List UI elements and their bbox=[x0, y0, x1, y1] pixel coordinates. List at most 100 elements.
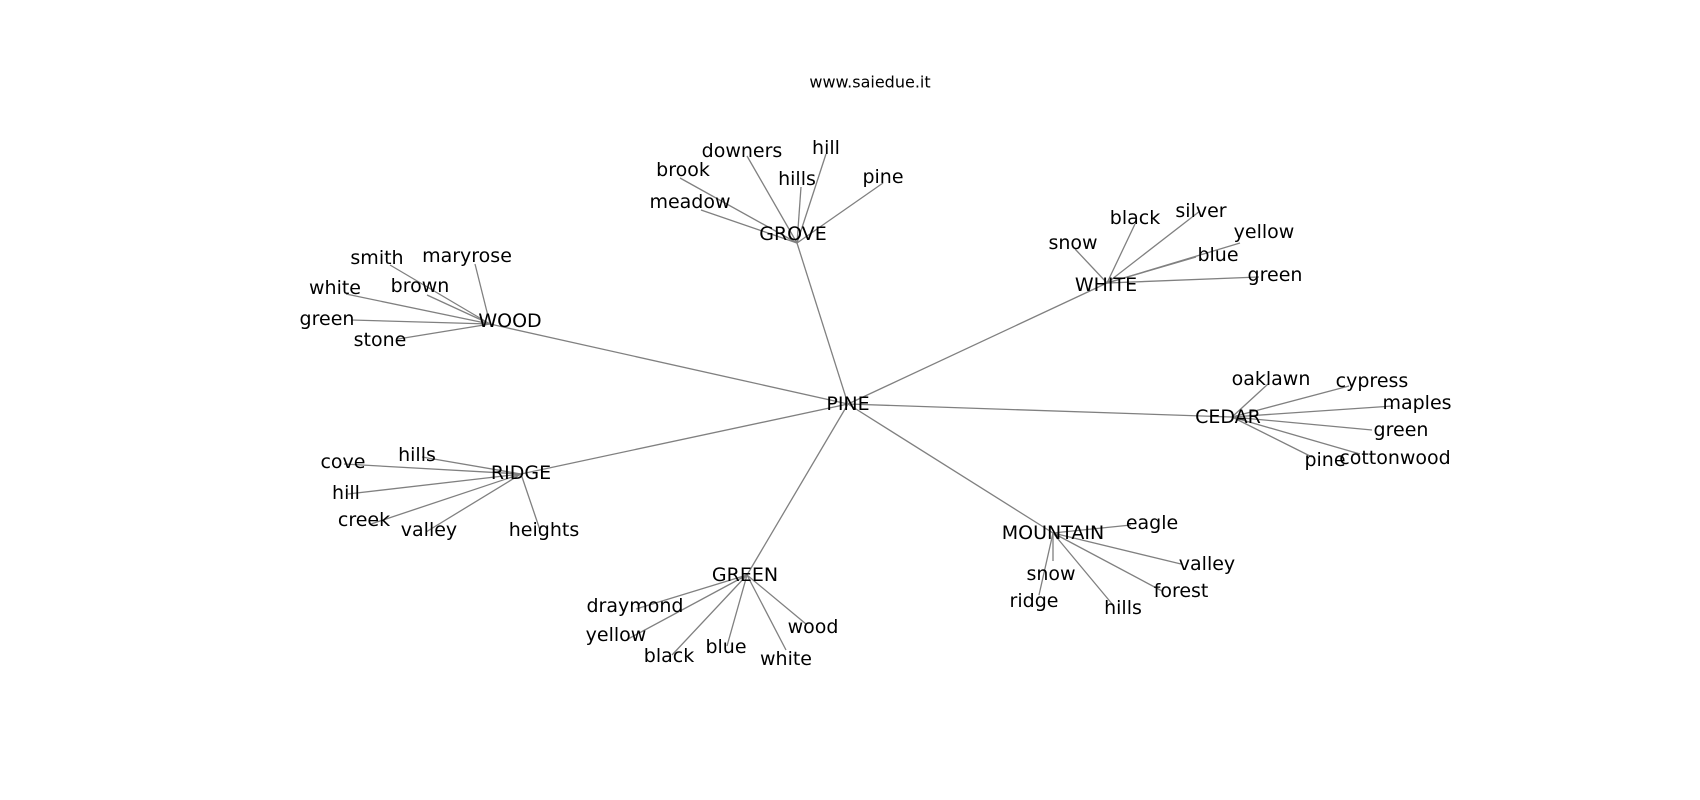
word-node-green-wood: wood bbox=[788, 616, 839, 638]
labels-layer: www.saiedue.it PINE GROVE downers hill brook… bbox=[300, 73, 1452, 671]
edge-white-black bbox=[1106, 223, 1136, 284]
word-node-ridge-valley: valley bbox=[401, 519, 457, 541]
edge-grove-pine bbox=[796, 182, 884, 244]
word-node-white-snow: snow bbox=[1048, 232, 1097, 254]
hub-node-wood: WOOD bbox=[478, 310, 541, 332]
word-node-green-white: white bbox=[760, 648, 812, 670]
edge-green-black bbox=[671, 574, 748, 656]
edge-green-blue bbox=[726, 574, 748, 647]
edge-white-silver bbox=[1106, 210, 1201, 284]
edge-ridge-valley bbox=[425, 473, 522, 533]
edge-white-green bbox=[1106, 276, 1260, 284]
edge-wood-white bbox=[345, 293, 491, 325]
word-node-green-yellow: yellow bbox=[586, 624, 647, 646]
edge-ridge-hills bbox=[421, 456, 522, 475]
hub-node-mountain: MOUNTAIN bbox=[1002, 522, 1104, 544]
edge-grove-brook bbox=[679, 177, 798, 244]
hub-node-green: GREEN bbox=[712, 564, 778, 586]
edge-pine-white bbox=[847, 282, 1108, 405]
edge-ridge-heights bbox=[520, 473, 541, 531]
edge-grove-hill bbox=[796, 153, 827, 244]
hub-node-cedar: CEDAR bbox=[1195, 406, 1261, 428]
edge-grove-hills bbox=[796, 186, 802, 244]
edge-cedar-cottonwood bbox=[1231, 416, 1361, 455]
word-node-mountain-ridge: ridge bbox=[1010, 590, 1059, 612]
edge-wood-green bbox=[350, 319, 491, 325]
word-node-cedar-cypress: cypress bbox=[1336, 370, 1409, 392]
word-node-grove-pine: pine bbox=[862, 166, 903, 188]
word-node-cedar-pine: pine bbox=[1304, 449, 1345, 471]
word-node-green-draymond: draymond bbox=[587, 595, 684, 617]
word-node-mountain-valley: valley bbox=[1179, 553, 1235, 575]
edge-mountain-hills bbox=[1052, 532, 1114, 606]
word-node-white-blue: blue bbox=[1197, 244, 1238, 266]
word-node-ridge-cove: cove bbox=[320, 451, 365, 473]
word-node-ridge-heights: heights bbox=[509, 519, 579, 541]
edge-white-blue bbox=[1106, 256, 1197, 284]
edge-green-white bbox=[746, 574, 787, 651]
edge-wood-stone bbox=[397, 323, 491, 340]
word-node-white-black: black bbox=[1110, 207, 1160, 229]
edge-pine-grove bbox=[796, 242, 849, 405]
word-node-mountain-forest: forest bbox=[1154, 580, 1209, 602]
hub-node-white: WHITE bbox=[1075, 274, 1137, 296]
hub-node-grove: GROVE bbox=[759, 223, 827, 245]
edge-cedar-pine bbox=[1231, 416, 1313, 458]
edge-pine-green bbox=[746, 403, 849, 576]
word-node-cedar-oaklawn: oaklawn bbox=[1232, 368, 1311, 390]
edge-pine-cedar bbox=[847, 403, 1233, 418]
edge-pine-ridge bbox=[520, 403, 849, 475]
word-node-wood-stone: stone bbox=[354, 329, 407, 351]
word-node-mountain-hills: hills bbox=[1104, 597, 1142, 619]
center-node-label: PINE bbox=[826, 393, 869, 415]
edge-mountain-forest bbox=[1052, 532, 1163, 592]
edge-mountain-valley bbox=[1052, 532, 1182, 565]
edge-green-draymond bbox=[635, 574, 748, 610]
edge-cedar-maples bbox=[1231, 405, 1394, 418]
word-node-white-silver: silver bbox=[1175, 200, 1226, 222]
edge-green-wood bbox=[746, 574, 807, 625]
edge-cedar-oaklawn bbox=[1231, 383, 1269, 418]
edge-mountain-eagle bbox=[1052, 524, 1132, 534]
word-node-wood-green: green bbox=[300, 308, 355, 330]
word-node-cedar-green: green bbox=[1374, 419, 1429, 441]
word-node-ridge-hills: hills bbox=[398, 444, 436, 466]
site-url: www.saiedue.it bbox=[809, 73, 930, 92]
word-node-grove-downers: downers bbox=[702, 140, 783, 162]
hub-node-ridge: RIDGE bbox=[491, 462, 551, 484]
edge-wood-brown bbox=[426, 294, 491, 325]
edge-grove-meadow bbox=[700, 209, 798, 244]
word-node-cedar-cottonwood: cottonwood bbox=[1339, 447, 1451, 469]
edge-white-snow bbox=[1074, 248, 1108, 284]
word-node-wood-smith: smith bbox=[350, 247, 403, 269]
word-node-wood-white: white bbox=[309, 277, 361, 299]
word-node-grove-hills: hills bbox=[778, 168, 816, 190]
edge-ridge-cove bbox=[343, 463, 522, 475]
word-node-wood-maryrose: maryrose bbox=[422, 245, 512, 267]
word-node-green-blue: blue bbox=[705, 636, 746, 658]
word-node-grove-meadow: meadow bbox=[649, 191, 730, 213]
edge-grove-downers bbox=[746, 155, 798, 244]
word-node-mountain-snow: snow bbox=[1026, 563, 1075, 585]
word-node-white-green: green bbox=[1248, 264, 1303, 286]
edge-pine-wood bbox=[489, 323, 849, 405]
edges-layer bbox=[343, 153, 1394, 656]
word-node-mountain-eagle: eagle bbox=[1126, 512, 1178, 534]
word-node-ridge-creek: creek bbox=[338, 509, 390, 531]
word-node-ridge-hill: hill bbox=[332, 482, 360, 504]
edge-wood-maryrose bbox=[474, 263, 491, 325]
edge-ridge-hill bbox=[347, 473, 522, 495]
edge-mountain-ridge bbox=[1038, 532, 1054, 596]
edge-pine-mountain bbox=[847, 403, 1054, 534]
word-node-wood-brown: brown bbox=[391, 275, 450, 297]
edge-wood-smith bbox=[389, 264, 491, 325]
edge-ridge-creek bbox=[370, 473, 522, 525]
word-node-green-black: black bbox=[644, 645, 694, 667]
word-node-white-yellow: yellow bbox=[1234, 221, 1295, 243]
word-node-grove-hill: hill bbox=[812, 137, 840, 159]
word-node-grove-brook: brook bbox=[656, 159, 710, 181]
edge-green-yellow bbox=[627, 574, 748, 640]
edge-cedar-cypress bbox=[1231, 385, 1350, 418]
word-node-cedar-maples: maples bbox=[1382, 392, 1451, 414]
